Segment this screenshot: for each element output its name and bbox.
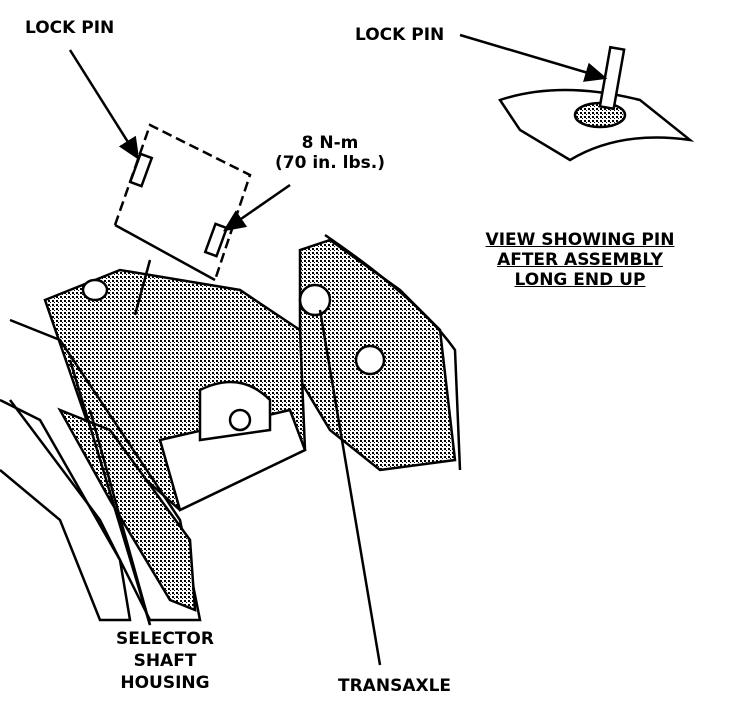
selector-line-3: HOUSING (120, 673, 210, 693)
selector-line-2: SHAFT (133, 651, 197, 671)
selector-shaft-housing-label: SELECTOR SHAFT HOUSING (105, 628, 225, 694)
lock-pin-label-left: LOCK PIN (25, 18, 115, 38)
view-note: VIEW SHOWING PIN AFTER ASSEMBLY LONG END… (465, 230, 695, 290)
lock-pin-label-right: LOCK PIN (355, 25, 445, 45)
view-note-line-1: VIEW SHOWING PIN (485, 230, 675, 250)
torque-value-imperial: (70 in. lbs.) (275, 153, 385, 173)
view-note-line-2: AFTER ASSEMBLY (497, 250, 663, 270)
transaxle-label: TRANSAXLE (338, 676, 452, 696)
selector-line-1: SELECTOR (116, 629, 214, 649)
torque-label: 8 N-m (70 in. lbs.) (270, 133, 390, 173)
torque-value: 8 N-m (301, 133, 359, 153)
view-note-line-3: LONG END UP (514, 270, 646, 290)
